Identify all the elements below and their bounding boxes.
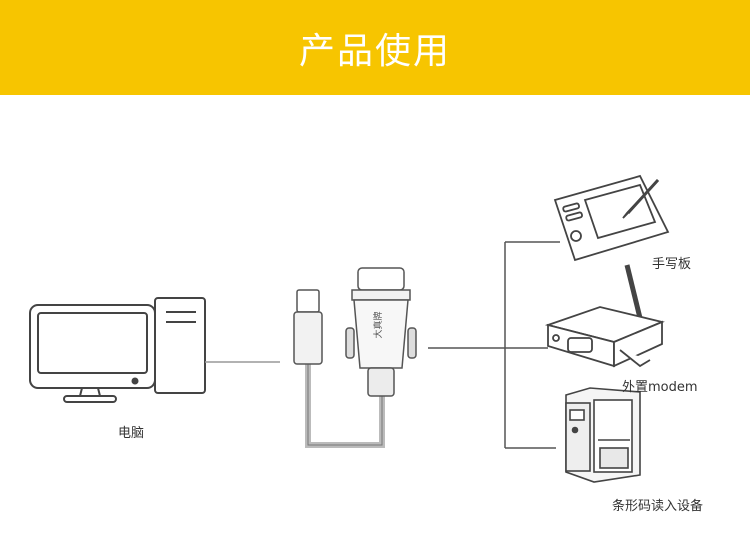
modem-icon [548, 265, 662, 366]
computer-icon [30, 298, 205, 402]
device-label-tablet: 手写板 [652, 257, 691, 272]
adapter-brand-text: 大真牌 [372, 311, 384, 338]
page-title: 产品使用 [299, 22, 451, 74]
computer-label: 电脑 [118, 426, 144, 441]
header-banner: 产品使用 [0, 0, 750, 95]
device-label-modem: 外置modem [622, 380, 698, 395]
usb-serial-cable [294, 268, 416, 445]
device-label-barcode: 条形码读入设备 [612, 498, 703, 514]
barcode-device-icon [566, 388, 640, 482]
tablet-icon [555, 176, 668, 260]
connection-diagram: 大真牌 电脑 手写板 外置 [0, 95, 750, 555]
